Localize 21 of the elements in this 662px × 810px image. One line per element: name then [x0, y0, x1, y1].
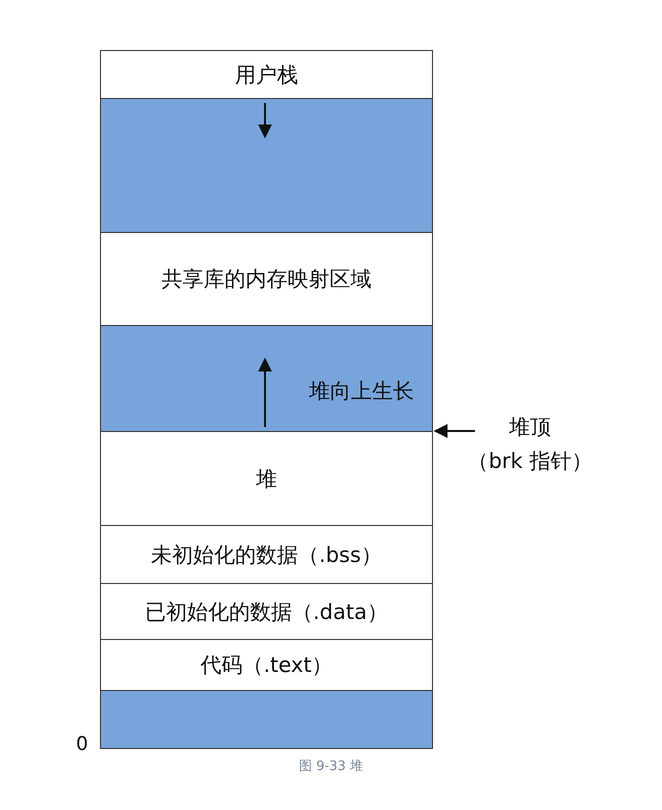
unused-region [100, 325, 433, 432]
segment-label: 共享库的内存映射区域 [162, 266, 372, 293]
figure-caption: 图 9-33 堆 [298, 758, 364, 775]
memory-segment [100, 639, 433, 691]
segment-label: 代码（.text） [200, 652, 333, 679]
pointer-note: （brk 指针） [468, 448, 592, 475]
segment-label: 用户栈 [235, 62, 298, 88]
memory-segment [100, 50, 433, 99]
memory-segment [100, 232, 433, 326]
memory-segment [100, 431, 433, 526]
segment-label: 堆向上生长 [309, 378, 414, 405]
memory-segment [100, 525, 433, 584]
memory-segment [100, 583, 433, 640]
unused-region [100, 98, 433, 233]
segment-label: 已初始化的数据（.data） [145, 598, 388, 626]
segment-label: 未初始化的数据（.bss） [151, 542, 382, 568]
arrow [434, 424, 475, 438]
segment-label: 堆 [256, 466, 277, 492]
unused-region [100, 690, 433, 749]
pointer-label: 堆顶 [509, 414, 551, 441]
address-label: 0 [76, 733, 88, 755]
